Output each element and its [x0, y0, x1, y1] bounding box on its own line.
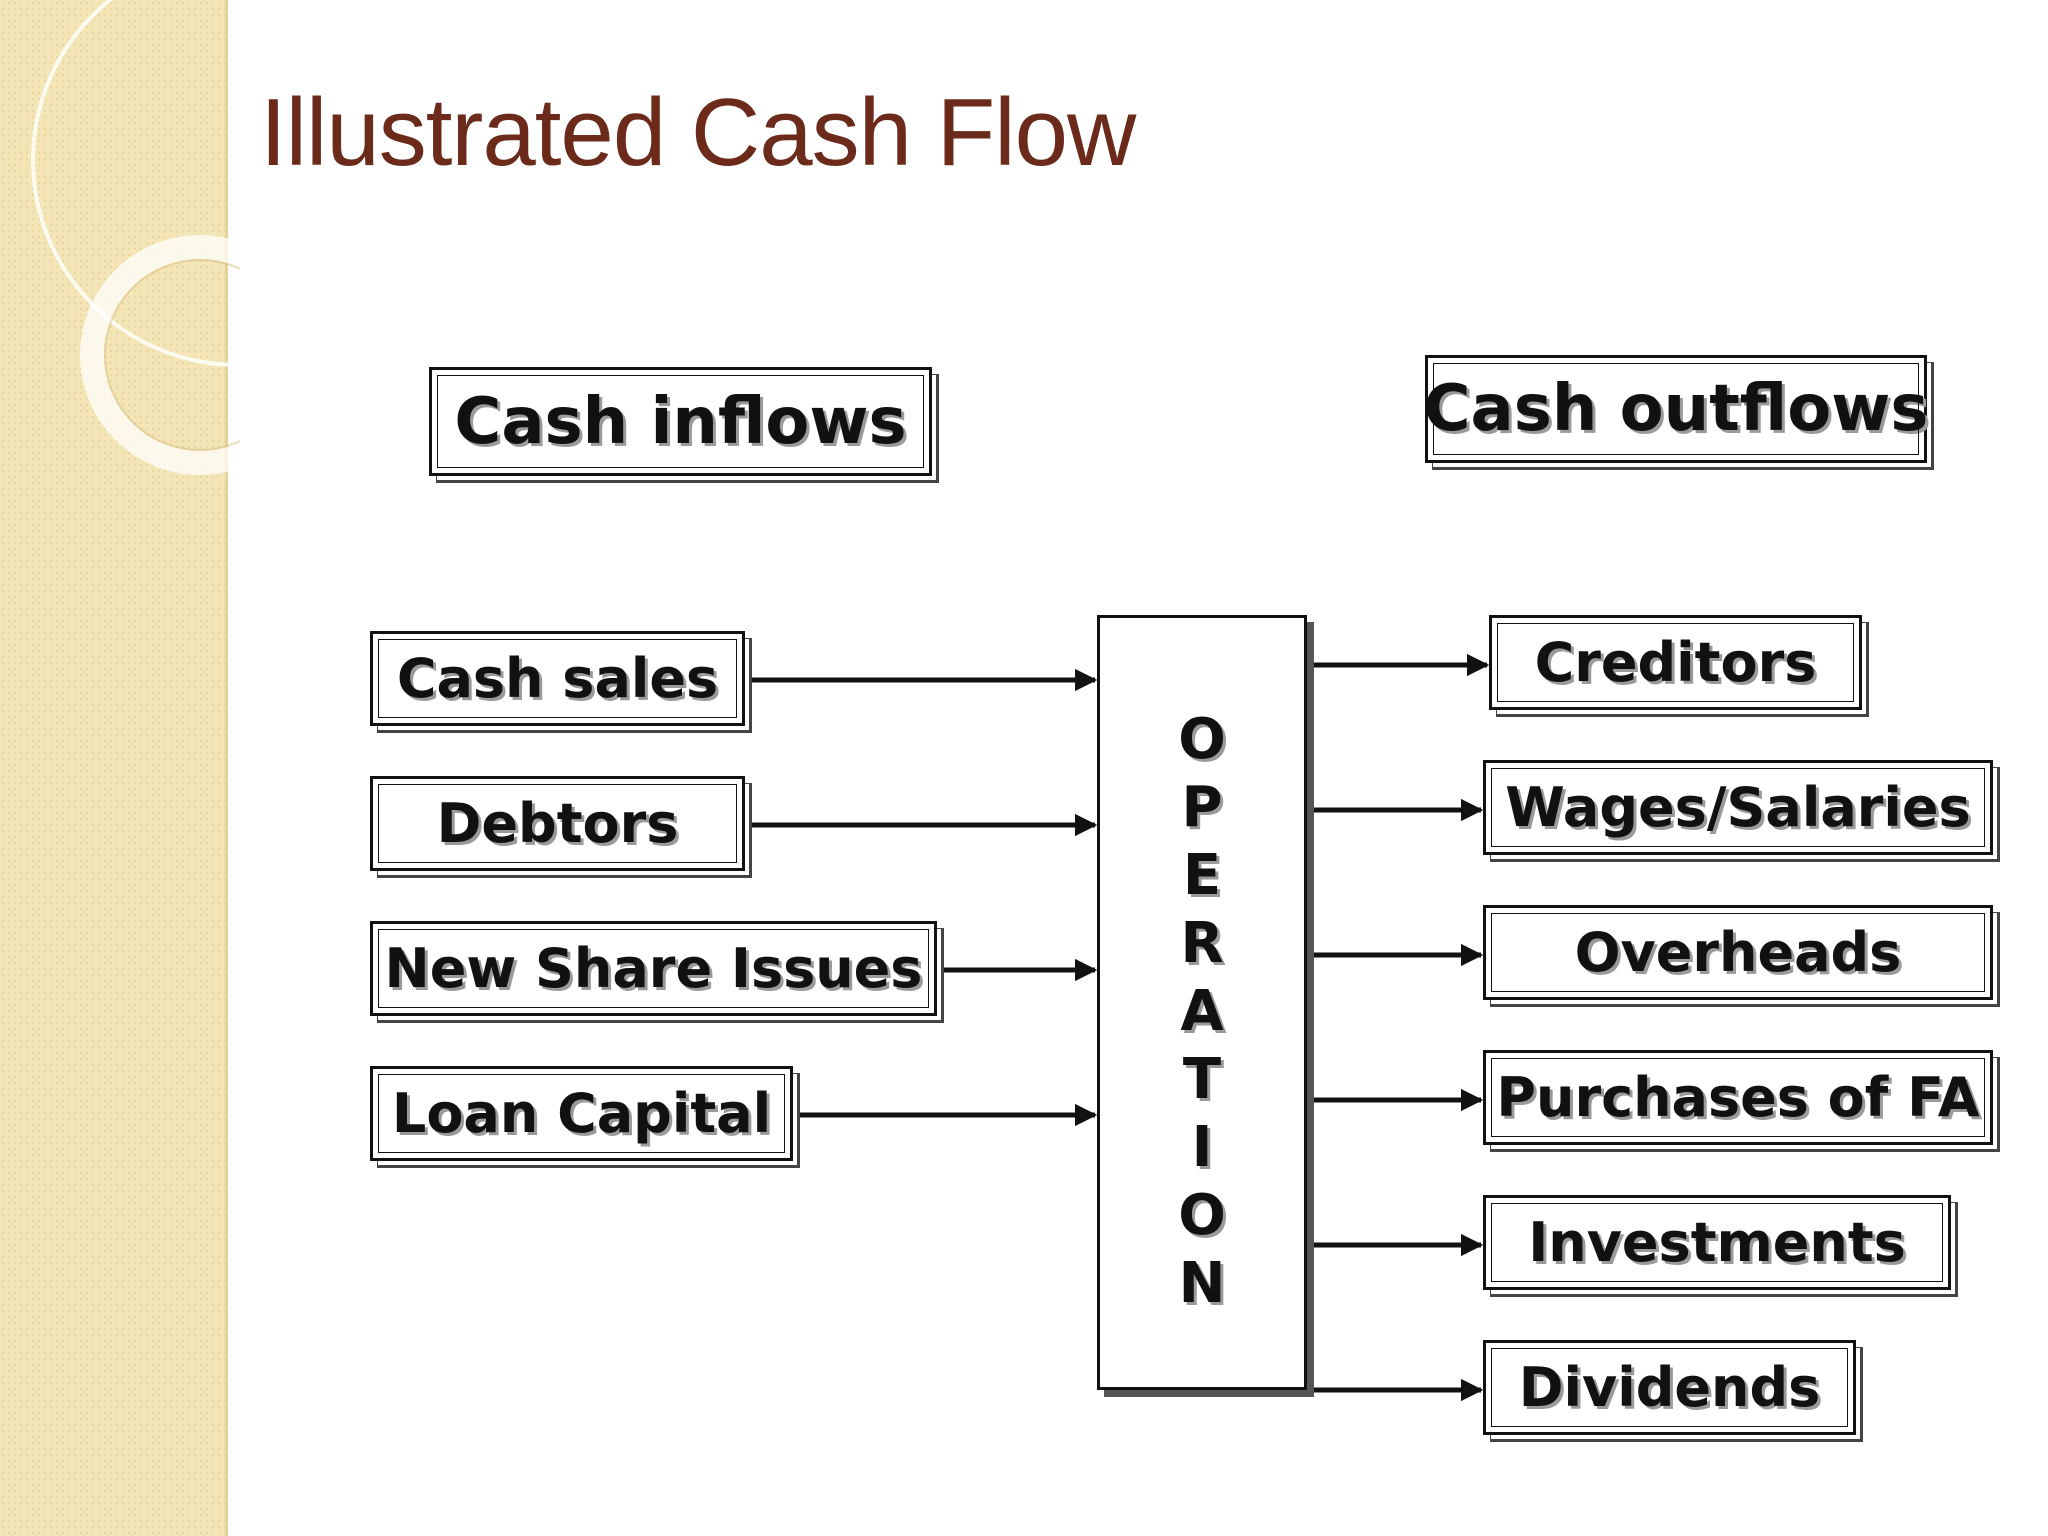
operation-letter: O	[1178, 1183, 1226, 1248]
outflow-wages-salaries: Wages/Salaries	[1483, 760, 1993, 855]
operation-letter: E	[1182, 843, 1222, 908]
operation-letter: P	[1181, 775, 1223, 840]
operation-letter: N	[1178, 1251, 1226, 1316]
inflow-label: Debtors	[436, 792, 679, 855]
decorative-rings	[31, 0, 240, 475]
operation-label: O P E R A T I O N	[1100, 706, 1304, 1318]
inflow-new-share-issues: New Share Issues	[370, 921, 937, 1016]
slide-title: Illustrated Cash Flow	[260, 79, 1136, 186]
operation-box: O P E R A T I O N	[1097, 615, 1307, 1390]
decorative-sidebar	[0, 0, 240, 1536]
outflow-label: Investments	[1528, 1211, 1906, 1274]
cash-inflows-header-label: Cash inflows	[454, 384, 907, 459]
cash-outflows-header: Cash outflows	[1423, 355, 1929, 463]
outflow-label: Creditors	[1534, 631, 1817, 694]
operation-letter: T	[1182, 1047, 1222, 1112]
outflow-label: Overheads	[1574, 921, 1902, 984]
outflow-dividends: Dividends	[1483, 1340, 1856, 1435]
outflow-label: Purchases of FA	[1496, 1066, 1980, 1129]
outflow-label: Wages/Salaries	[1505, 776, 1971, 839]
operation-letter: I	[1191, 1115, 1213, 1180]
outflow-purchases-of-fa: Purchases of FA	[1483, 1050, 1993, 1145]
inflow-label: Loan Capital	[391, 1082, 772, 1145]
inflow-loan-capital: Loan Capital	[370, 1066, 793, 1161]
operation-letter: O	[1178, 707, 1226, 772]
outflow-overheads: Overheads	[1483, 905, 1993, 1000]
inflow-label: New Share Issues	[384, 937, 923, 1000]
inflow-debtors: Debtors	[370, 776, 745, 871]
operation-letter: R	[1180, 911, 1224, 976]
inflow-label: Cash sales	[396, 647, 719, 710]
operation-letter: A	[1180, 979, 1224, 1044]
outflow-investments: Investments	[1483, 1195, 1951, 1290]
inflow-cash-sales: Cash sales	[370, 631, 745, 726]
outflow-label: Dividends	[1518, 1356, 1821, 1419]
cash-inflows-header: Cash inflows	[429, 367, 932, 476]
cash-outflows-header-label: Cash outflows	[1423, 372, 1929, 446]
outflow-creditors: Creditors	[1489, 615, 1862, 710]
